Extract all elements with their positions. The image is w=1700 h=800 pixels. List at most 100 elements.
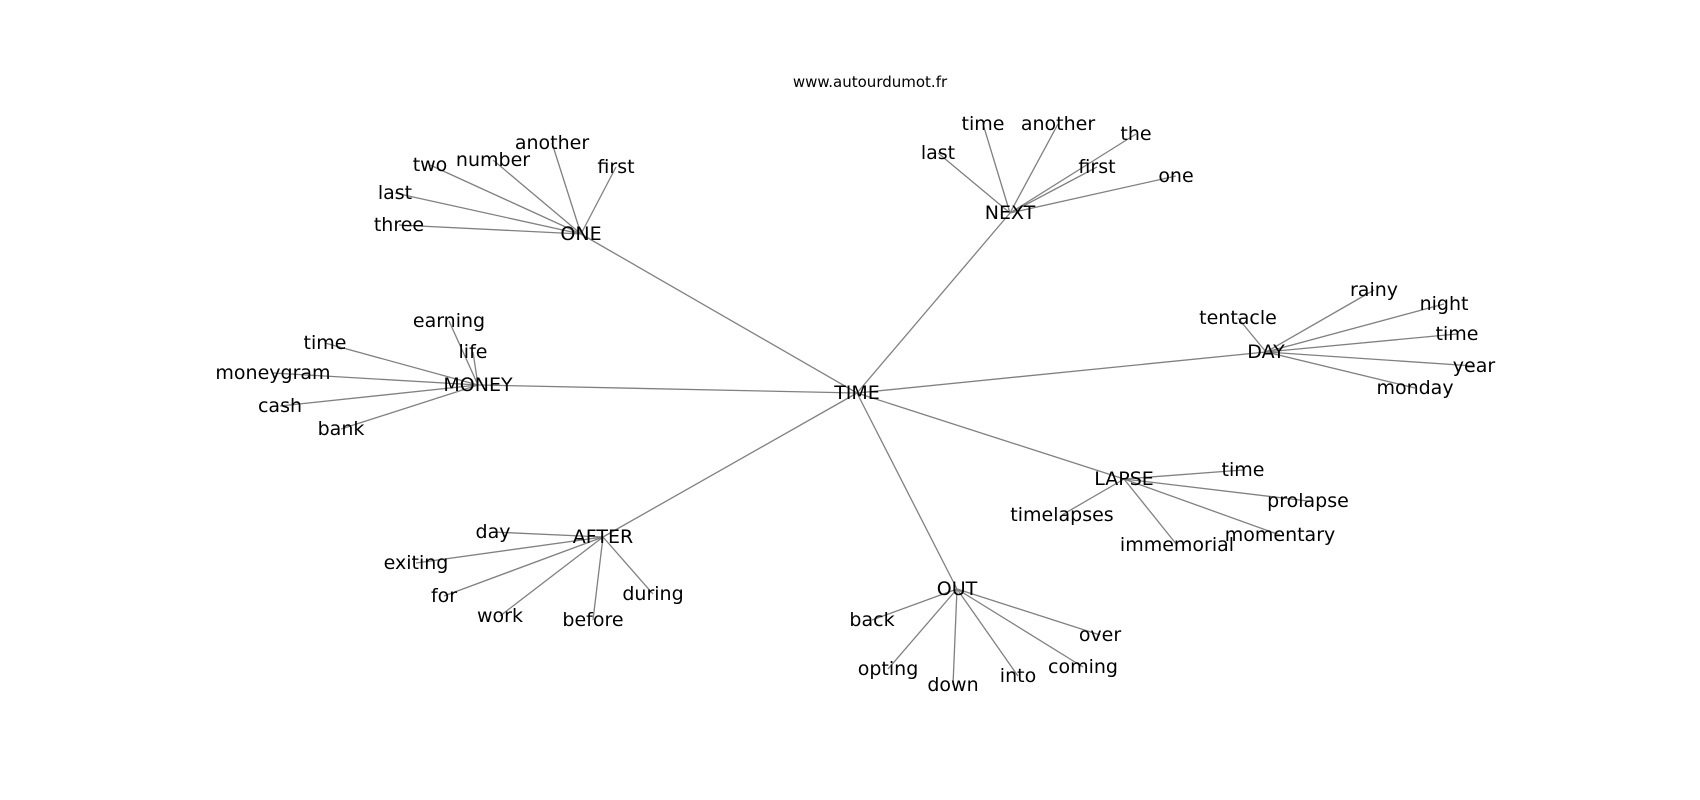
- leaf-node-next-time: time: [962, 113, 1005, 135]
- leaf-node-one-two: two: [413, 154, 448, 176]
- edge-time-out: [856, 392, 958, 590]
- edge-out-over: [956, 588, 1101, 636]
- leaf-node-after-day: day: [476, 521, 511, 543]
- leaf-node-out-opting: opting: [858, 658, 919, 680]
- leaf-node-after-for: for: [431, 585, 457, 607]
- leaf-node-out-into: into: [1000, 665, 1036, 687]
- edge-time-one: [580, 233, 858, 394]
- edge-time-next: [856, 212, 1011, 394]
- leaf-node-one-first: first: [597, 156, 634, 178]
- leaf-node-money-cash: cash: [258, 395, 302, 417]
- edge-one-number: [492, 159, 582, 235]
- leaf-node-lapse-immemorial: immemorial: [1120, 534, 1234, 556]
- leaf-node-money-moneygram: moneygram: [215, 362, 330, 384]
- leaf-node-lapse-prolapse: prolapse: [1267, 490, 1349, 512]
- leaf-node-day-year: year: [1453, 355, 1496, 377]
- edge-out-down: [952, 588, 958, 686]
- leaf-node-day-rainy: rainy: [1350, 279, 1398, 301]
- edge-time-lapse: [856, 392, 1125, 480]
- edge-money-bank: [340, 384, 479, 430]
- leaf-node-next-another: another: [1021, 113, 1095, 135]
- hub-node-lapse: LAPSE: [1094, 468, 1154, 490]
- hub-node-next: NEXT: [985, 202, 1036, 224]
- edge-day-time: [1265, 333, 1458, 353]
- leaf-node-money-life: life: [459, 341, 488, 363]
- edge-after-day: [492, 531, 604, 538]
- leaf-node-after-exiting: exiting: [384, 552, 449, 574]
- edge-after-during: [602, 536, 654, 595]
- edge-after-exiting: [415, 536, 604, 564]
- edge-time-money: [477, 384, 858, 394]
- leaf-node-one-number: number: [456, 149, 530, 171]
- leaf-node-day-tentacle: tentacle: [1199, 307, 1277, 329]
- edge-one-three: [398, 224, 582, 235]
- edge-money-cash: [279, 384, 479, 407]
- leaf-node-money-earning: earning: [413, 310, 485, 332]
- edge-next-the: [1009, 133, 1137, 214]
- edge-money-earning: [448, 320, 479, 386]
- edge-money-life: [472, 351, 479, 386]
- leaf-node-one-three: three: [374, 214, 424, 236]
- leaf-node-out-back: back: [849, 609, 894, 631]
- edge-one-first: [580, 166, 617, 235]
- hub-node-money: MONEY: [443, 374, 513, 396]
- edge-lapse-immemorial: [1123, 478, 1178, 546]
- leaf-node-one-last: last: [378, 182, 412, 204]
- leaf-node-next-last: last: [921, 142, 955, 164]
- edge-next-another: [1009, 123, 1059, 214]
- leaf-node-lapse-time: time: [1222, 459, 1265, 481]
- leaf-node-day-time: time: [1436, 323, 1479, 345]
- leaf-node-day-night: night: [1420, 293, 1469, 315]
- leaf-node-money-time: time: [304, 332, 347, 354]
- leaf-node-out-over: over: [1079, 624, 1122, 646]
- edge-after-work: [499, 536, 604, 617]
- leaf-node-out-down: down: [927, 674, 978, 696]
- edge-after-for: [443, 536, 604, 597]
- edge-out-into: [956, 588, 1019, 677]
- edge-time-after: [602, 392, 858, 538]
- leaf-node-out-coming: coming: [1048, 656, 1118, 678]
- edge-out-back: [871, 588, 958, 621]
- leaf-node-next-the: the: [1120, 123, 1151, 145]
- edge-lapse-momentary: [1123, 478, 1281, 536]
- edge-time-day: [856, 351, 1267, 394]
- leaf-node-next-first: first: [1078, 156, 1115, 178]
- edge-next-time: [982, 123, 1011, 214]
- root-node-label: TIME: [833, 382, 880, 404]
- leaf-node-next-one: one: [1158, 165, 1193, 187]
- edge-out-opting: [887, 588, 958, 670]
- edge-day-year: [1265, 351, 1475, 367]
- leaf-node-after-work: work: [477, 605, 523, 627]
- leaf-node-one-another: another: [515, 132, 589, 154]
- edge-day-monday: [1265, 351, 1416, 389]
- hub-node-day: DAY: [1247, 341, 1285, 363]
- edge-lapse-time: [1123, 469, 1244, 480]
- edge-day-rainy: [1265, 289, 1375, 353]
- edge-out-coming: [956, 588, 1084, 668]
- site-label: www.autourdumot.fr: [792, 73, 948, 91]
- edge-after-before: [592, 536, 604, 621]
- leaf-node-after-during: during: [622, 583, 683, 605]
- edge-lapse-prolapse: [1123, 478, 1309, 502]
- leaf-node-lapse-momentary: momentary: [1225, 524, 1336, 546]
- edge-lapse-timelapses: [1061, 478, 1125, 516]
- edge-next-last: [937, 152, 1011, 214]
- leaf-node-lapse-timelapses: timelapses: [1010, 504, 1113, 526]
- edge-next-first: [1009, 166, 1098, 214]
- edge-day-night: [1265, 303, 1445, 353]
- hub-node-one: ONE: [560, 223, 601, 245]
- edge-one-two: [429, 164, 582, 235]
- edge-money-time: [324, 342, 479, 386]
- edge-one-another: [551, 142, 582, 235]
- leaf-node-money-bank: bank: [318, 418, 365, 440]
- edge-day-tentacle: [1237, 317, 1267, 353]
- leaf-node-after-before: before: [562, 609, 623, 631]
- edge-one-last: [394, 192, 582, 235]
- hub-node-after: AFTER: [573, 526, 633, 548]
- leaf-node-day-monday: monday: [1376, 377, 1453, 399]
- edges-layer: [272, 123, 1475, 686]
- hub-node-out: OUT: [937, 578, 978, 600]
- edge-money-moneygram: [272, 372, 479, 386]
